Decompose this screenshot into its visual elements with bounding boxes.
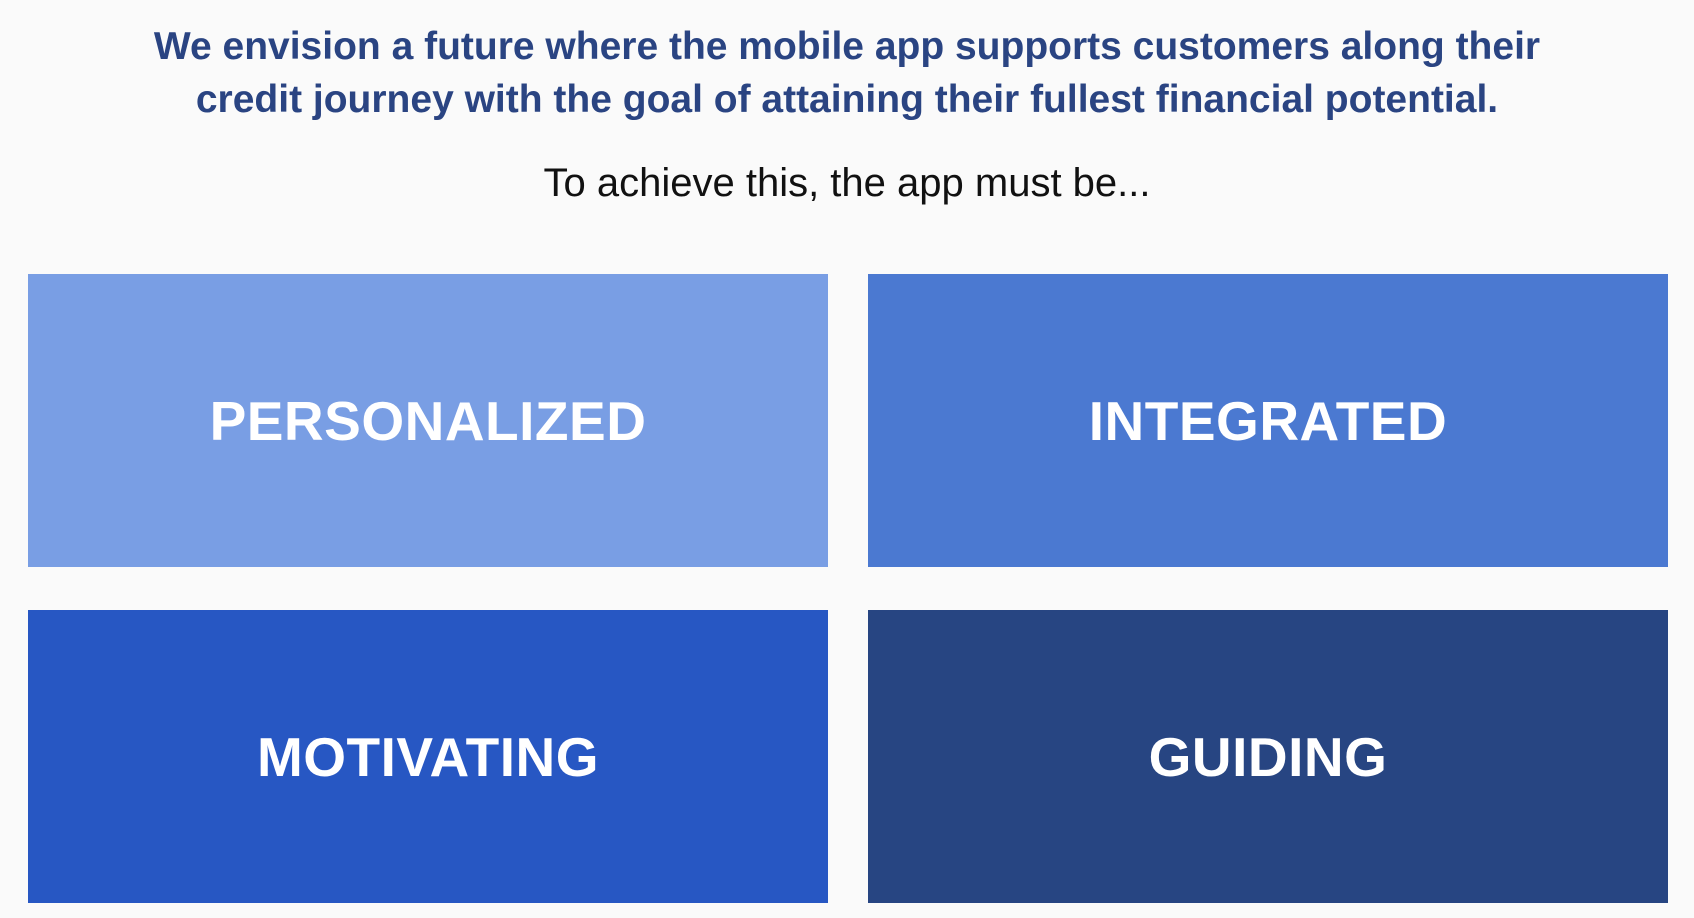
pillars-grid: PERSONALIZED INTEGRATED MOTIVATING GUIDI… bbox=[28, 274, 1668, 903]
pillar-personalized: PERSONALIZED bbox=[28, 274, 828, 567]
pillar-label: INTEGRATED bbox=[1088, 389, 1448, 452]
vision-statement: We envision a future where the mobile ap… bbox=[0, 20, 1694, 126]
pillar-motivating: MOTIVATING bbox=[28, 610, 828, 903]
pillar-label: GUIDING bbox=[1148, 725, 1388, 788]
pillar-integrated: INTEGRATED bbox=[868, 274, 1668, 567]
pillar-label: PERSONALIZED bbox=[209, 389, 647, 452]
subtitle: To achieve this, the app must be... bbox=[543, 161, 1151, 205]
pillar-label: MOTIVATING bbox=[256, 725, 600, 788]
vision-line-1: We envision a future where the mobile ap… bbox=[153, 25, 1541, 68]
vision-line-2: credit journey with the goal of attainin… bbox=[195, 78, 1499, 121]
pillar-guiding: GUIDING bbox=[868, 610, 1668, 903]
